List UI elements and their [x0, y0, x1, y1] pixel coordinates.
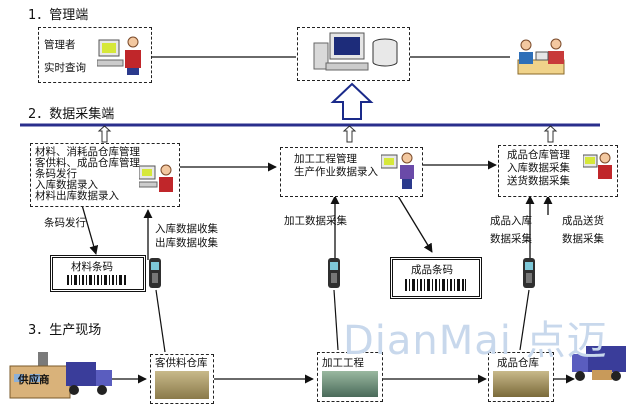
- server-box: [297, 27, 410, 81]
- process-operator-icon: [381, 152, 414, 189]
- fg-warehouse-photo: [493, 371, 549, 397]
- bus-small-arrows: [97, 125, 558, 143]
- finished-goods-box: 成品仓库管理 入库数据采集 送货数据采集: [498, 145, 618, 197]
- right-box-line-2: 入库数据采集: [507, 162, 570, 174]
- left-box-line-4: 入库数据录入: [35, 179, 98, 191]
- process-collect-label: 加工数据采集: [284, 215, 347, 227]
- admin-person-computer-icon: [97, 36, 141, 75]
- fg-ship-label: 成品送货: [562, 215, 604, 227]
- consigned-warehouse-label: 客供料仓库: [155, 357, 208, 369]
- consigned-warehouse-box: 客供料仓库: [150, 354, 214, 404]
- scanner-icon-inbound: [149, 258, 161, 288]
- left-box-line-2: 客供料、成品仓库管理: [35, 157, 140, 169]
- right-box-line-1: 成品仓库管理: [507, 149, 570, 161]
- left-box-line-1: 材料、消耗品仓库管理: [35, 146, 140, 158]
- product-barcode-label-box: 成品条码: [390, 257, 482, 299]
- inbound-collect-label: 入库数据收集: [155, 223, 218, 235]
- database-icon: [372, 38, 398, 67]
- material-barcode-icon: [67, 275, 126, 285]
- fg-in-label-2: 数据采集: [490, 233, 532, 245]
- fg-warehouse-label: 成品仓库: [497, 357, 539, 369]
- fg-ship-label-2: 数据采集: [562, 233, 604, 245]
- fg-operator-icon: [583, 152, 612, 179]
- fg-warehouse-box: 成品仓库: [488, 352, 554, 402]
- section-title-management: 1．管理端: [28, 8, 89, 23]
- scanner-icon-process: [328, 258, 340, 288]
- realtime-query-label: 实时查询: [44, 62, 86, 74]
- section-title-data-collection: 2．数据采集端: [28, 107, 115, 122]
- processing-photo: [322, 371, 378, 397]
- supplier-truck-icon: [66, 362, 112, 395]
- material-barcode-label-box: 材料条码: [50, 255, 146, 292]
- mid-box-line-2: 生产作业数据录入: [294, 166, 378, 178]
- management-box: 管理者 实时查询: [38, 27, 152, 83]
- delivery-truck-icon: [572, 346, 626, 381]
- supplier-label: 供应商: [18, 374, 50, 386]
- server-computer-icon: [313, 32, 369, 71]
- outbound-collect-label: 出库数据收集: [155, 237, 218, 249]
- barcode-issue-label: 条码发行: [44, 217, 86, 229]
- product-barcode-text: 成品条码: [411, 264, 453, 276]
- process-management-box: 加工工程管理 生产作业数据录入: [280, 147, 423, 197]
- left-box-line-3: 条码发行: [35, 168, 77, 180]
- material-warehouse-box: 材料、消耗品仓库管理 客供料、成品仓库管理 条码发行 入库数据录入 材料出库数据…: [30, 143, 180, 207]
- operator-computer-icon: [139, 164, 173, 192]
- processing-label: 加工工程: [322, 357, 364, 369]
- right-box-line-3: 送货数据采集: [507, 175, 570, 187]
- supplier-factory-icon: [9, 352, 71, 399]
- section-title-production: 3．生产现场: [28, 323, 102, 338]
- admin-label: 管理者: [44, 39, 76, 51]
- product-barcode-icon: [405, 279, 466, 291]
- scanner-icon-fg: [523, 258, 535, 288]
- warehouse-photo: [155, 371, 209, 399]
- material-barcode-text: 材料条码: [71, 261, 113, 273]
- watermark: DianMai 点迈: [343, 318, 608, 364]
- fg-in-label: 成品入库: [490, 215, 532, 227]
- processing-box: 加工工程: [317, 352, 383, 402]
- left-box-line-5: 材料出库数据录入: [35, 190, 119, 202]
- mid-box-line-1: 加工工程管理: [294, 153, 357, 165]
- hollow-up-arrow: [330, 82, 374, 120]
- meeting-people-icon: [517, 38, 565, 75]
